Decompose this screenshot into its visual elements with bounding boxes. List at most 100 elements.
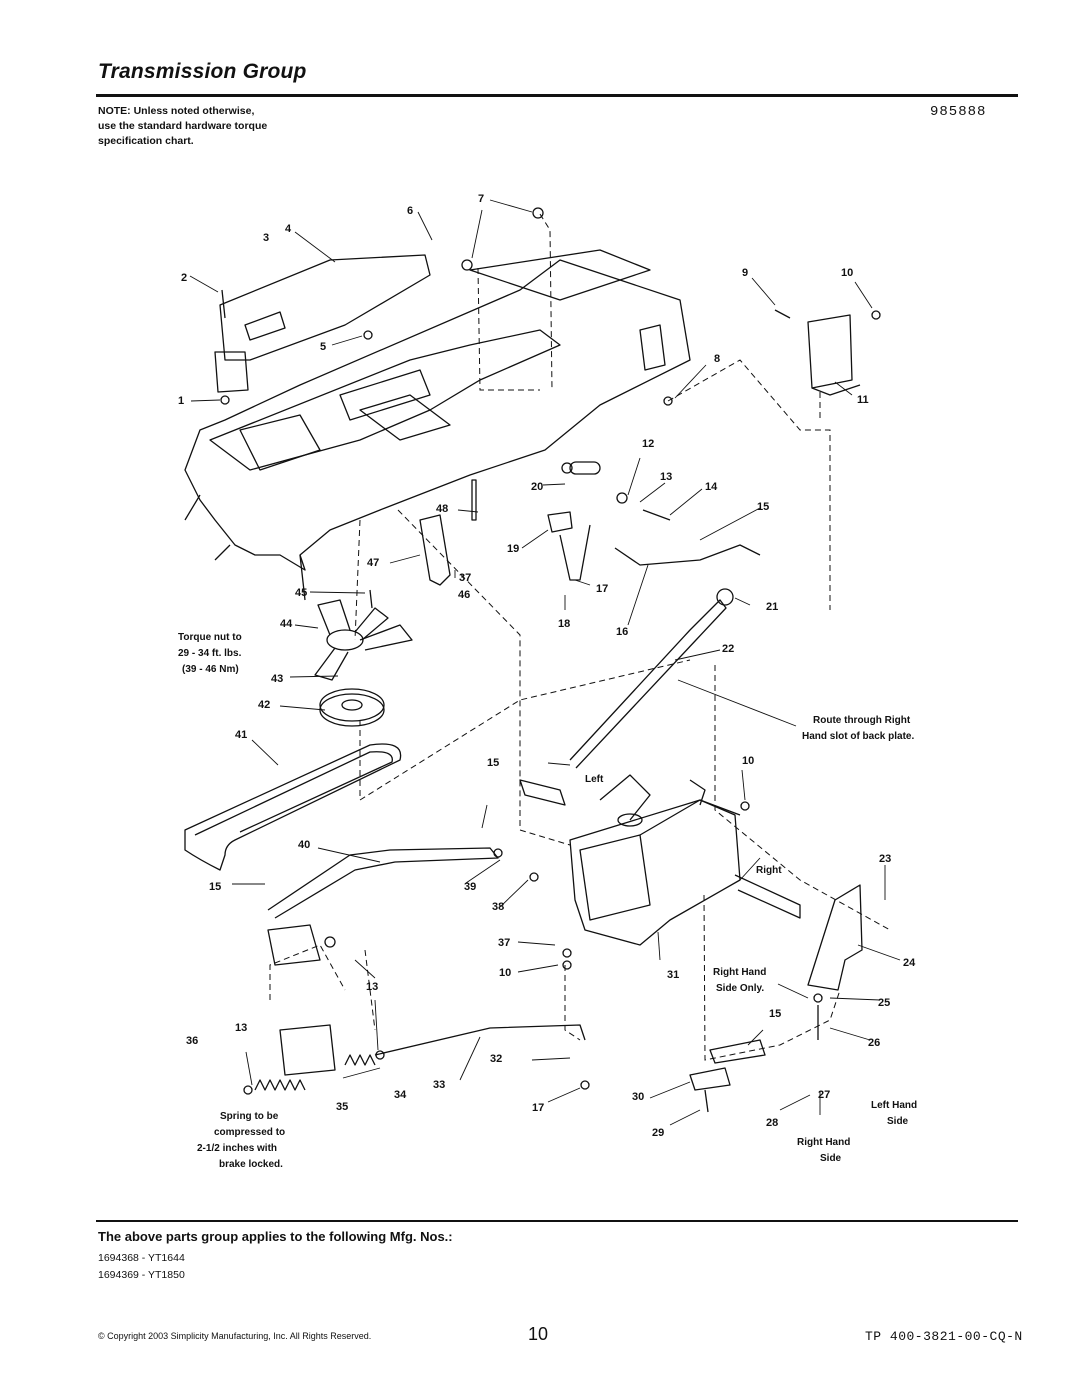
nut: [529, 872, 539, 882]
nut: [716, 588, 734, 606]
nut: [493, 848, 503, 858]
linkage-30: [689, 1067, 731, 1091]
transaxle: [519, 774, 801, 946]
callout-12: 12: [642, 438, 654, 450]
callout-41: 41: [235, 729, 247, 741]
callout-22: 22: [722, 643, 734, 655]
callout-28: 28: [766, 1117, 778, 1129]
callout-27: 27: [818, 1089, 830, 1101]
nut: [580, 1080, 590, 1090]
bolt: [221, 289, 226, 319]
linkage-27: [709, 1039, 766, 1064]
callout-10-transmission: 10: [742, 755, 754, 767]
bolt: [774, 309, 791, 319]
callout-38: 38: [492, 901, 504, 913]
callout-10-lower: 10: [499, 967, 511, 979]
callout-7: 7: [478, 193, 484, 205]
page-number: 10: [528, 1324, 549, 1344]
brake-rod-33: [374, 1024, 586, 1056]
rear-bracket: [807, 314, 853, 389]
callout-15: 15: [757, 501, 769, 513]
rod-16: [614, 544, 761, 566]
torque-note-line: 29 - 34 ft. lbs.: [178, 648, 242, 659]
callout-21: 21: [766, 601, 778, 613]
nut: [324, 936, 336, 948]
callout-34: 34: [394, 1089, 407, 1101]
nut: [363, 330, 373, 340]
callout-13-lower-left: 13: [235, 1022, 247, 1034]
spring-34: [344, 1054, 376, 1066]
torque-note-line: Torque nut to: [178, 632, 242, 643]
callout-14: 14: [705, 481, 718, 493]
nut: [813, 993, 823, 1003]
callout-32: 32: [490, 1053, 502, 1065]
spring-note-line: brake locked.: [219, 1159, 283, 1170]
shift-rod-22: [569, 599, 727, 769]
callout-23: 23: [879, 853, 891, 865]
callout-45: 45: [295, 587, 307, 599]
callout-29: 29: [652, 1127, 664, 1139]
spring-note-line: Spring to be: [220, 1111, 279, 1122]
callout-37: 37: [498, 937, 510, 949]
drive-pulley: [319, 688, 385, 727]
callout-33: 33: [433, 1079, 445, 1091]
callout-19: 19: [507, 543, 519, 555]
callout-44: 44: [280, 618, 293, 630]
right-hand-side-line: Right Hand: [797, 1137, 850, 1148]
left-hand-side-line: Side: [887, 1116, 909, 1127]
transmission-exploded-diagram: 1 2 3 4 5 6 7 8 9 10 11 12 13 14 15 16 1…: [178, 193, 917, 1170]
callout-8: 8: [714, 353, 720, 365]
rod-19: [559, 524, 591, 581]
callout-24: 24: [903, 957, 916, 969]
nut: [740, 801, 750, 811]
callout-13: 13: [660, 471, 672, 483]
nut: [562, 960, 572, 970]
callout-47: 47: [367, 557, 379, 569]
document-code: TP 400-3821-00-CQ-N: [865, 1329, 1023, 1344]
callout-26: 26: [868, 1037, 880, 1049]
nut: [532, 207, 544, 219]
route-note-line: Route through Right: [813, 715, 911, 726]
bracket-47: [419, 514, 451, 586]
nut: [220, 395, 230, 405]
nut: [871, 310, 881, 320]
drive-belt: [184, 743, 402, 871]
bushing: [569, 461, 601, 475]
callout-15-rod: 15: [487, 757, 499, 769]
callout-16: 16: [616, 626, 628, 638]
nut: [461, 259, 473, 271]
title-rule: [96, 94, 1018, 97]
note-line: specification chart.: [98, 135, 194, 148]
right-hand-side-line: Side: [820, 1153, 842, 1164]
bolt: [471, 479, 477, 521]
bolt: [704, 1089, 709, 1113]
callout-6: 6: [407, 205, 413, 217]
mfg-number-list: 1694368 - YT1644 1694369 - YT1850: [98, 1250, 185, 1284]
callout-9: 9: [742, 267, 748, 279]
copyright-notice: © Copyright 2003 Simplicity Manufacturin…: [98, 1331, 372, 1341]
nut: [616, 492, 628, 504]
nut: [375, 1050, 385, 1060]
brake-spring: [254, 1079, 306, 1091]
callout-39: 39: [464, 881, 476, 893]
section-rule: [96, 1220, 1018, 1222]
spring-note-line: compressed to: [214, 1127, 285, 1138]
callout-5: 5: [320, 341, 326, 353]
note-line: use the standard hardware torque: [98, 120, 268, 133]
callout-1: 1: [178, 395, 184, 407]
chassis-frame: [184, 259, 691, 571]
bolt: [369, 589, 373, 609]
callout-43: 43: [271, 673, 283, 685]
right-hand-only-line: Right Hand: [713, 967, 766, 978]
callout-2: 2: [181, 272, 187, 284]
note-line: NOTE: Unless noted otherwise,: [98, 105, 255, 117]
callout-25: 25: [878, 997, 890, 1009]
callout-18: 18: [558, 618, 570, 630]
page-title: Transmission Group: [98, 60, 307, 83]
callout-37-upper: 37: [459, 572, 471, 584]
callout-17-lower: 17: [532, 1102, 544, 1114]
nut: [243, 1085, 253, 1095]
callout-30: 30: [632, 1091, 644, 1103]
callout-35: 35: [336, 1101, 348, 1113]
nut: [562, 948, 572, 958]
